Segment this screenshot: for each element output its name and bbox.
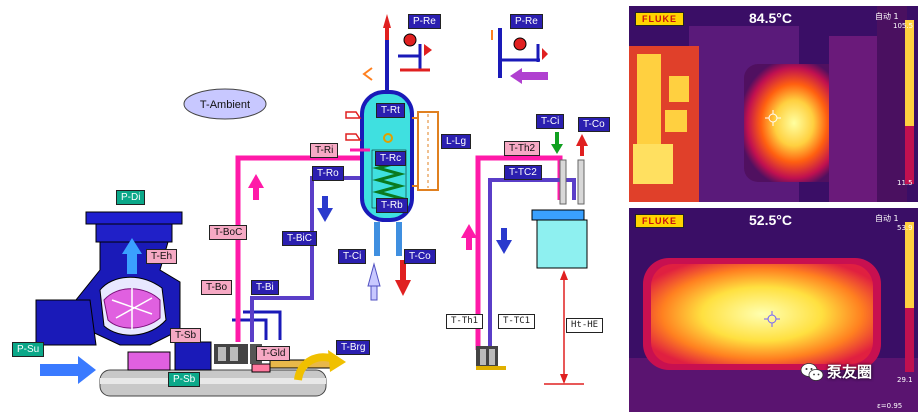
tag-t-rc: T-Rc [375,151,407,166]
safety-valves [345,111,362,141]
tag-t-brg: T-Brg [336,340,371,355]
tag-t-co-mid: T-Co [404,249,436,264]
heat-exchanger [531,159,588,269]
tag-t-ro: T-Ro [312,166,344,181]
he-cooling-arrows [551,132,588,156]
thermal-bottom-mode: 自动 1 [875,214,899,223]
thermal-top-scale-max: 105.5 [893,22,914,30]
seal-gland-blocks [214,344,262,364]
tag-t-tc1: T-TC1 [498,314,536,329]
he-base-block [476,346,506,370]
tag-ht-he: Ht-HE [566,318,604,333]
tag-t-bic: T-BiC [282,231,317,246]
tag-p-re-left: P-Re [408,14,441,29]
thermal-top-scale-min: 11.5 [897,179,913,187]
tag-t-sb: T-Sb [170,328,202,343]
suction-flow-arrow [40,356,96,384]
tag-p-di: P-Di [116,190,146,205]
tag-p-su: P-Su [12,342,45,357]
thermal-top-crosshair [765,110,781,126]
thermal-bottom-heatmap [629,208,918,412]
reservoir-vessel [350,14,414,256]
tag-t-th1: T-Th1 [446,314,484,329]
pressure-regulator-left [362,33,432,81]
tag-t-rb: T-Rb [376,198,408,213]
thermal-image-top: FLUKE 84.5°C 自动 1 105.5 11.5 [629,6,918,202]
watermark-text: 泵友圈 [827,363,873,381]
thermal-top-brand: FLUKE [635,12,684,26]
thermal-image-bottom: FLUKE 52.5°C 自动 1 53.9 29.1 ε=0.95 [629,208,918,412]
tag-l-lg: L-Lg [441,134,472,149]
thermal-bottom-crosshair [764,311,780,327]
tag-t-rt: T-Rt [376,103,405,118]
loop-flow-arrows [248,174,333,222]
tag-t-ci-mid: T-Ci [338,249,367,264]
tag-p-sb: P-Sb [168,372,201,387]
tag-t-bi: T-Bi [251,280,279,295]
pump-shaft [99,341,331,397]
level-gauge [412,111,439,191]
thermal-bottom-scale-max: 53.9 [897,224,913,232]
tag-t-eh: T-Eh [146,249,178,264]
thermal-top-mode: 自动 1 [875,12,899,21]
tag-t-bo: T-Bo [201,280,233,295]
he-height-marker [544,270,584,385]
tag-t-tc2: T-TC2 [504,165,542,180]
rotation-arrow [294,350,346,381]
thermal-bottom-scale-min: 29.1 [897,376,913,384]
thermal-top-temperature: 84.5°C [749,10,792,26]
pump-flow-arrow-up [122,238,142,274]
thermal-bottom-emissivity: ε=0.95 [877,402,903,410]
tag-t-boc: T-BoC [209,225,248,240]
tag-t-gld: T-Gld [256,346,291,361]
tag-t-th2: T-Th2 [504,141,541,156]
pressure-regulator-right [491,28,548,84]
he-cold-line [488,178,576,350]
tag-t-ci-right: T-Ci [536,114,565,129]
tag-t-ri: T-Ri [310,143,339,158]
thermal-bottom-brand: FLUKE [635,214,684,228]
ambient-ellipse [183,88,267,120]
vessel-cooling-arrows [367,260,411,301]
tag-p-re-right: P-Re [510,14,543,29]
thermal-bottom-temperature: 52.5°C [749,212,792,228]
tag-t-co-right: T-Co [578,117,610,132]
thermal-top-heatmap [629,6,918,202]
watermark: 泵友圈 [800,360,900,384]
he-flow-arrows [461,224,512,254]
wechat-icon [800,363,824,381]
ambient-label: T-Ambient [200,99,250,111]
cooling-jacket-lines [232,310,282,340]
pump-casing [35,211,183,346]
